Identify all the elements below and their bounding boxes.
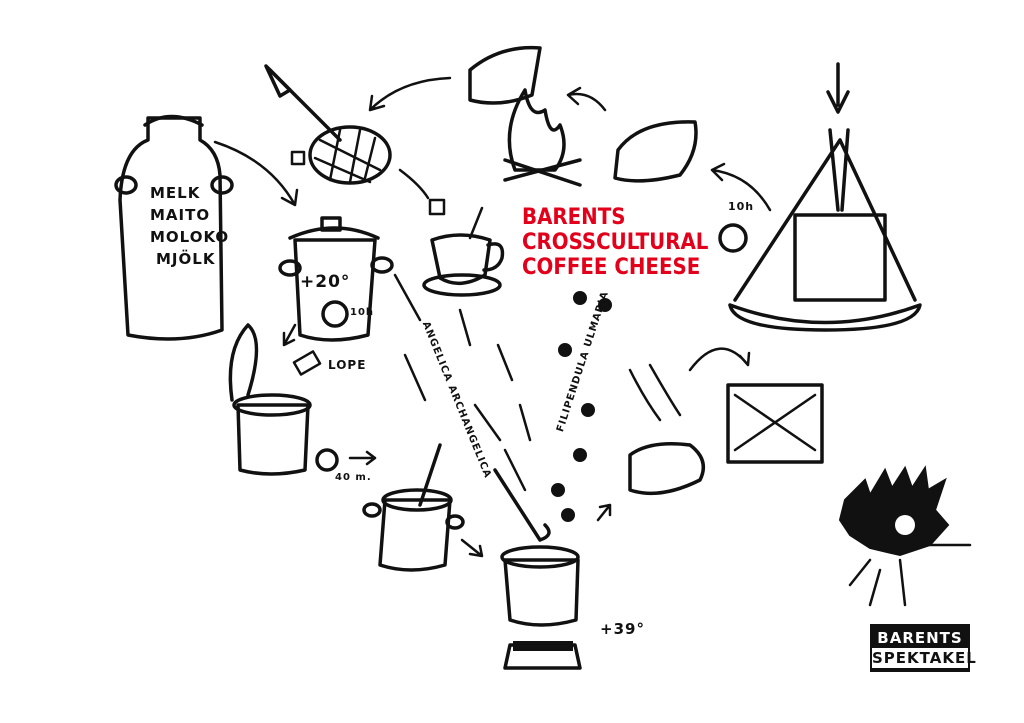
logo-line-2: SPEKTAKEL (872, 648, 977, 668)
logo-line-1: BARENTS (877, 629, 963, 647)
coffee-cup-icon (422, 206, 505, 297)
barents-spektakel-logo: BARENTS SPEKTAKEL (870, 624, 977, 672)
heating-temperature: +39° (600, 620, 645, 638)
stir-timer-label: 40 m. (335, 472, 372, 483)
press-timer-label: 10h (728, 200, 755, 213)
pot-with-lid-icon (278, 216, 394, 342)
milk-label-swedish: MJÖLK (156, 250, 216, 268)
process-arrows (213, 62, 850, 558)
cheese-mold-icon (726, 383, 824, 464)
title-line-1: BARENTS (522, 205, 626, 230)
milk-label-finnish: MAITO (150, 206, 211, 224)
draining-cloth-icon (628, 363, 706, 496)
fire-icon (468, 45, 582, 187)
milk-label-norwegian: MELK (150, 184, 201, 202)
milk-label-russian: MOLOKO (150, 228, 230, 246)
heating-pot-icon (493, 468, 582, 670)
rennet-label: LOPE (328, 358, 367, 372)
pot-time: 10h (350, 307, 375, 318)
herb-leaves-icon (393, 273, 612, 522)
recipe-title: BARENTS CROSSCULTURAL COFFEE CHEESE (522, 205, 708, 280)
cutting-cheese-icon (264, 64, 446, 216)
cheese-press-icon (718, 128, 922, 332)
stirring-pot-icon (362, 443, 465, 572)
bread-cheese-icon (613, 120, 698, 183)
pot-temperature: +20° (300, 272, 351, 292)
title-line-2: CROSSCULTURAL (522, 230, 709, 255)
barents-spektakel-troll-icon (838, 465, 972, 607)
milk-can-labels: MELK MAITO MOLOKO MJÖLK (150, 182, 229, 270)
open-pot-icon (228, 323, 339, 476)
milk-can-icon (114, 114, 234, 341)
title-line-3: COFFEE CHEESE (522, 255, 701, 280)
